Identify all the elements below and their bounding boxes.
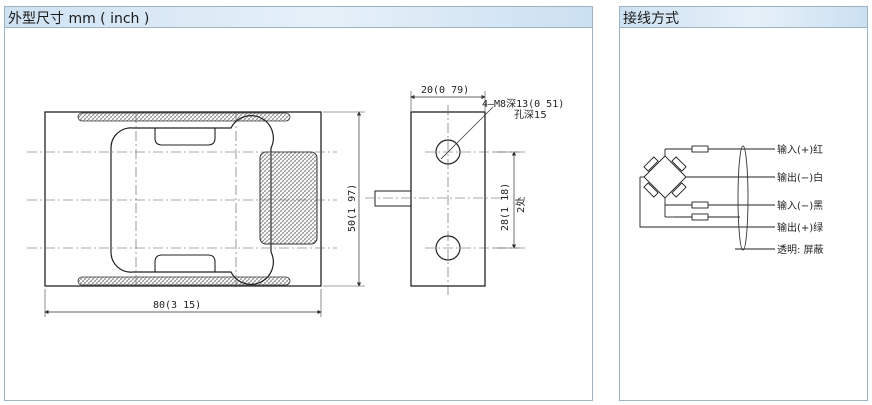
hole-depth-note: 孔深15 (514, 109, 547, 121)
depth-dimension: 20(0 79) (421, 85, 469, 96)
dimensions-header: 外型尺寸 mm ( inch ) (5, 7, 592, 28)
hole-spacing-dimension: 28(1 18) (500, 183, 511, 231)
dimension-drawing: 80(3 15) 50(1 97) 20(0 79) 4—M8深1 (27, 85, 564, 317)
side-view: 20(0 79) 4—M8深13(0 51) 孔深15 28(1 18) 2处 (365, 85, 564, 295)
wire-label-output-plus-green: 输出(+)绿 (777, 221, 823, 234)
dimensions-panel: 外型尺寸 mm ( inch ) (4, 6, 593, 401)
wire-label-output-minus-white: 输出(−)白 (777, 171, 823, 184)
width-dimension: 80(3 15) (153, 300, 201, 311)
thread-note: 4—M8深13(0 51) (482, 98, 564, 110)
wire-label-shield: 透明: 屏蔽 (777, 244, 824, 256)
front-view: 80(3 15) 50(1 97) (27, 111, 365, 317)
wiring-header: 接线方式 (620, 7, 867, 28)
dimensions-title: 外型尺寸 mm ( inch ) (8, 11, 150, 27)
wire-label-input-minus-black: 输入(−)黑 (777, 199, 823, 212)
wiring-panel: 接线方式 (619, 6, 868, 401)
wiring-diagram: 输入(+)红 输出(−)白 输入(−)黑 输出(+)绿 透明: 屏蔽 (639, 143, 824, 256)
holes-count: 2处 (515, 197, 527, 213)
height-dimension: 50(1 97) (347, 184, 358, 232)
wiring-title: 接线方式 (623, 11, 679, 27)
wire-label-input-plus-red: 输入(+)红 (777, 143, 823, 156)
